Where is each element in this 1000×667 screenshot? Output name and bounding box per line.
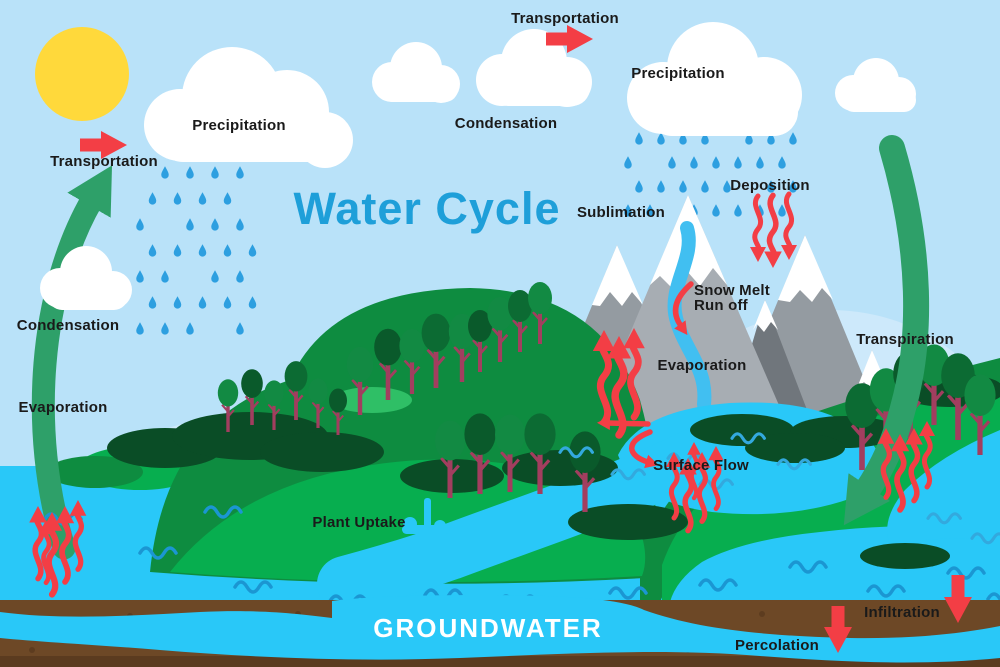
label-evaporation-center: Evaporation <box>657 357 747 374</box>
label-precipitation-right: Precipitation <box>631 65 725 82</box>
label-precipitation-left: Precipitation <box>192 117 286 134</box>
page-title: Water Cycle <box>293 183 561 234</box>
inlet <box>887 430 1000 545</box>
surface-flow-arrows-icon <box>597 416 659 469</box>
condensation-cloud-left-icon <box>40 246 132 310</box>
label-percolation: Percolation <box>735 637 819 654</box>
label-condensation-center: Condensation <box>454 115 558 132</box>
label-sublimation: Sublimation <box>576 204 666 221</box>
condensation-cloud-icon <box>476 29 592 107</box>
label-transpiration: Transpiration <box>856 331 954 348</box>
precipitation-cloud-right-icon <box>627 22 802 136</box>
label-condensation-left: Condensation <box>16 317 120 334</box>
label-evaporation-left: Evaporation <box>18 399 108 416</box>
precipitation-cloud-left-icon <box>144 47 353 168</box>
cloud-icon <box>372 42 460 103</box>
label-transportation-top: Transportation <box>511 10 619 27</box>
label-deposition: Deposition <box>730 177 810 194</box>
cloud-icon <box>835 58 916 112</box>
label-surface-flow: Surface Flow <box>653 457 749 474</box>
label-transportation-left: Transportation <box>50 153 158 170</box>
label-groundwater: GROUNDWATER <box>373 613 603 643</box>
label-infiltration: Infiltration <box>864 604 940 621</box>
river <box>317 420 740 612</box>
label-snow-melt-run-off: Snow Melt Run off <box>694 282 770 314</box>
plant-uptake-icon <box>402 498 450 534</box>
groundwater-band <box>0 595 1000 663</box>
label-plant-uptake: Plant Uptake <box>312 514 406 531</box>
snow-melt-arrow-icon <box>672 281 694 335</box>
left-cycle-up-arrow-icon <box>31 165 112 560</box>
sun-icon <box>35 27 129 121</box>
soil-bottom <box>0 656 1000 667</box>
right-cycle-down-arrow-icon <box>843 135 930 526</box>
